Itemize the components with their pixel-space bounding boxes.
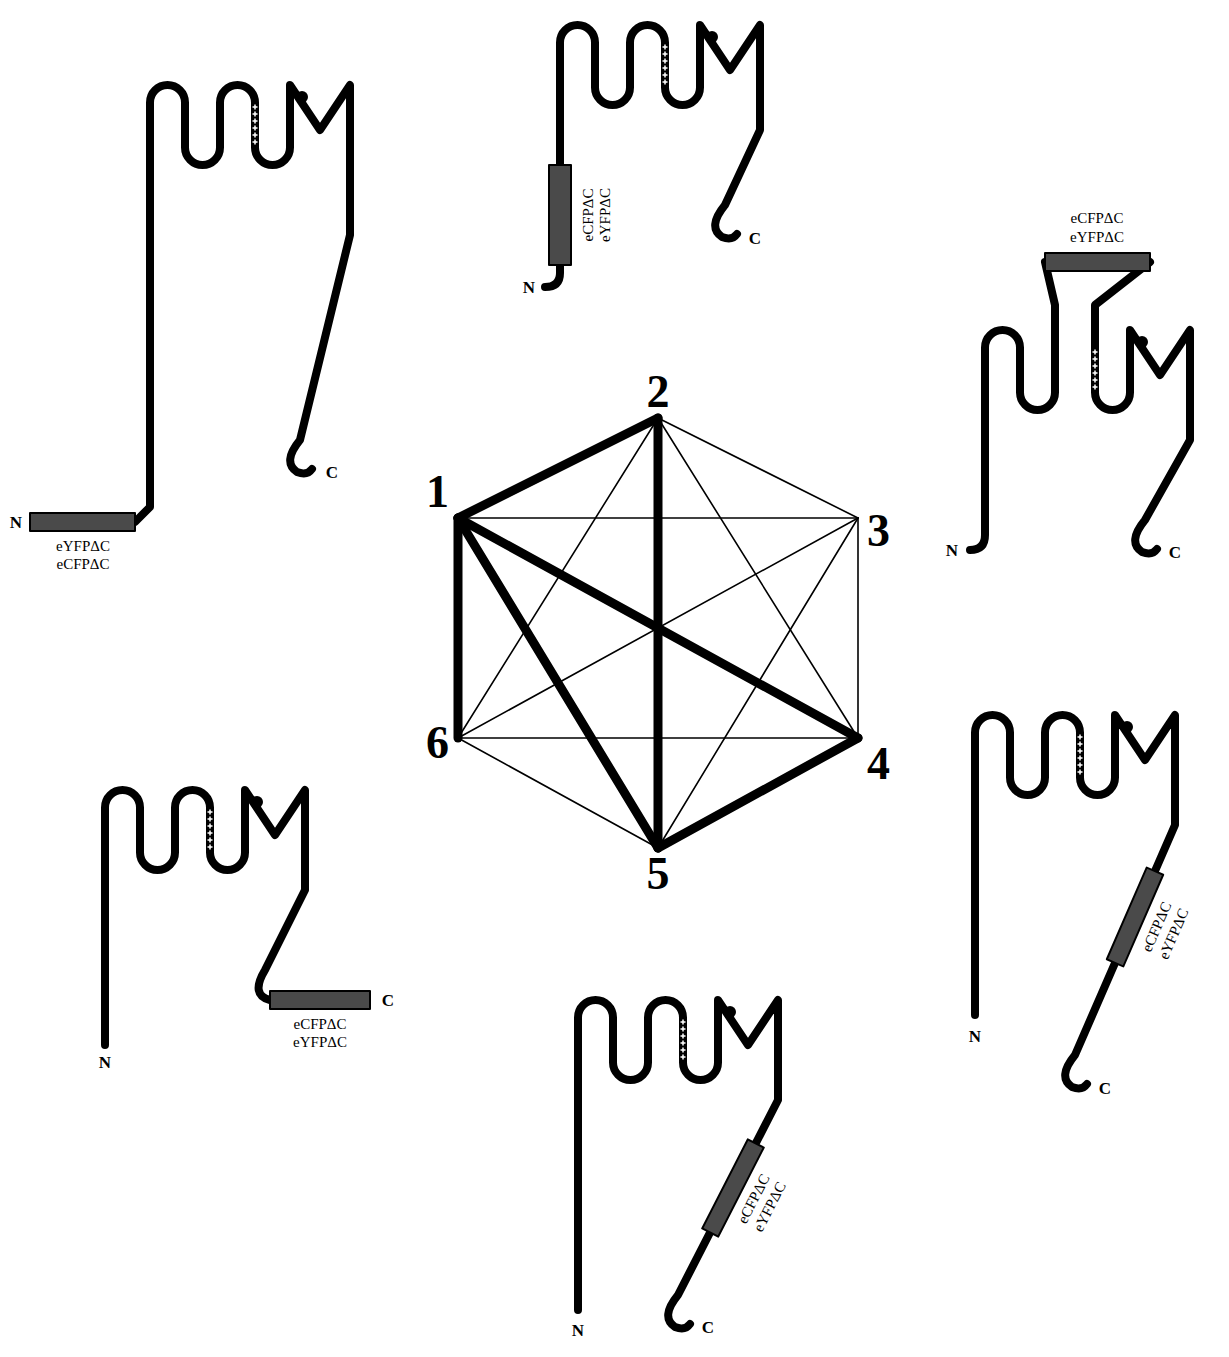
channel-chain bbox=[975, 715, 1175, 1088]
channel-construct bbox=[545, 25, 760, 287]
thick-edge bbox=[458, 418, 658, 518]
channel-construct bbox=[105, 790, 370, 1045]
fluorophore-label: eCFPΔC bbox=[1071, 211, 1124, 226]
pore-dot bbox=[1121, 721, 1133, 733]
terminus-label: N bbox=[969, 1028, 981, 1045]
fluorophore-bar bbox=[270, 991, 370, 1009]
channel-chain bbox=[970, 262, 1190, 553]
thick-edge bbox=[658, 738, 858, 848]
vertex-number: 1 bbox=[417, 466, 458, 518]
charge-plus-signs bbox=[208, 810, 213, 850]
thin-edge bbox=[658, 418, 858, 738]
terminus-label: N bbox=[10, 514, 22, 531]
charge-plus-signs bbox=[663, 45, 668, 85]
thin-edge bbox=[857, 518, 859, 738]
terminus-label: C bbox=[702, 1319, 714, 1336]
terminus-label: N bbox=[99, 1054, 111, 1071]
terminus-label: N bbox=[946, 542, 958, 559]
vertex-label: 2 bbox=[647, 369, 670, 415]
thick-edge bbox=[654, 418, 663, 848]
fluorophore-bar bbox=[30, 513, 135, 531]
pore-dot bbox=[724, 1006, 736, 1018]
channel-construct bbox=[975, 715, 1175, 1088]
fluorophore-bar bbox=[1045, 253, 1150, 271]
charge-plus-signs bbox=[253, 105, 258, 145]
channel-chain bbox=[135, 85, 350, 522]
thin-edge bbox=[658, 518, 858, 848]
fluorophore-label: eCFPΔC bbox=[57, 557, 110, 572]
charge-plus-signs bbox=[1078, 735, 1083, 775]
vertex-number: 4 bbox=[858, 738, 899, 790]
vertex-number: 2 bbox=[638, 366, 679, 418]
thin-edge bbox=[658, 418, 858, 518]
fluorophore-label: eCFPΔC bbox=[294, 1017, 347, 1032]
channel-chain bbox=[578, 1000, 778, 1328]
terminus-label: N bbox=[572, 1322, 584, 1339]
vertex-number: 5 bbox=[638, 848, 679, 900]
vertex-label: 5 bbox=[647, 851, 670, 897]
vertex-label: 4 bbox=[867, 741, 890, 787]
vertex-label: 6 bbox=[426, 720, 449, 766]
charge-plus-signs bbox=[1093, 350, 1098, 390]
fluorophore-label: eYFPΔC bbox=[56, 539, 110, 554]
channel-chain bbox=[545, 25, 760, 287]
thin-edge bbox=[458, 737, 858, 739]
channel-construct bbox=[30, 85, 350, 531]
terminus-label: C bbox=[749, 230, 761, 247]
vertex-label: 1 bbox=[426, 469, 449, 515]
vertex-number: 6 bbox=[417, 717, 458, 769]
vertex-label: 3 bbox=[867, 508, 890, 554]
terminus-label: C bbox=[326, 464, 338, 481]
vertex-number: 3 bbox=[858, 505, 899, 557]
terminus-label: C bbox=[1169, 544, 1181, 561]
channel-construct bbox=[970, 253, 1190, 553]
fluorophore-label: eYFPΔC bbox=[598, 188, 613, 242]
thin-edge bbox=[458, 418, 658, 738]
terminus-label: C bbox=[382, 992, 394, 1009]
pore-dot bbox=[251, 796, 263, 808]
thin-edge bbox=[458, 738, 658, 848]
terminus-label: N bbox=[523, 279, 535, 296]
fluorophore-bar bbox=[549, 165, 571, 265]
pore-dot bbox=[706, 31, 718, 43]
charge-plus-signs bbox=[681, 1020, 686, 1060]
pore-dot bbox=[1136, 336, 1148, 348]
fluorophore-label: eCFPΔC bbox=[581, 189, 596, 242]
fluorophore-label: eYFPΔC bbox=[293, 1035, 347, 1050]
channel-construct bbox=[578, 1000, 778, 1328]
thick-edge bbox=[454, 518, 463, 738]
terminus-label: C bbox=[1099, 1080, 1111, 1097]
pore-dot bbox=[296, 91, 308, 103]
fluorophore-label: eYFPΔC bbox=[1070, 230, 1124, 245]
thin-edge bbox=[458, 518, 858, 738]
